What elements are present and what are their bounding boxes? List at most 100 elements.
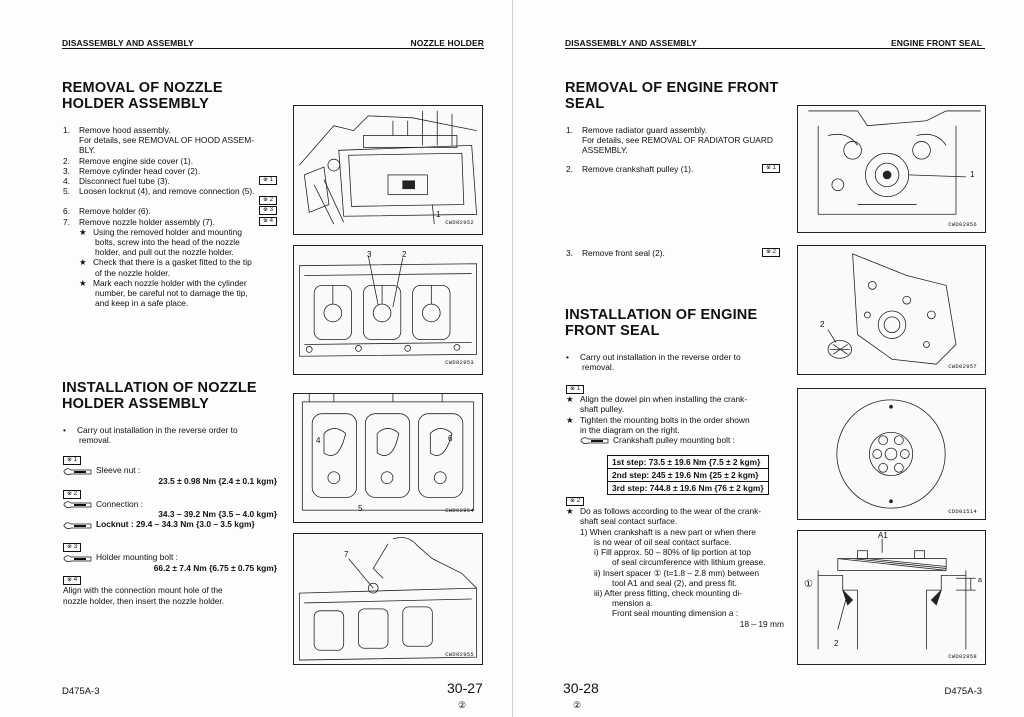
- note-2-line-2: of the nozzle holder.: [95, 267, 170, 278]
- torque-wrench-icon: [63, 522, 92, 529]
- holder-bolt-torque: Holder mounting bolt :: [63, 552, 277, 562]
- tighten-note-2: in the diagram on the right.: [580, 424, 680, 435]
- section-header: DISASSEMBLY AND ASSEMBLY: [565, 38, 697, 48]
- footer-model: D475A-3: [944, 686, 983, 697]
- table-cell: 2nd step: 245 ± 19.6 Nm {25 ± 2 kgm}: [607, 468, 769, 482]
- install-bullet-line-2: removal.: [79, 435, 112, 446]
- tighten-note: ★Tighten the mounting bolts in the order…: [566, 414, 750, 425]
- callout-label: 1: [970, 170, 975, 179]
- figure-front-seal: CWD02957 2: [797, 245, 986, 375]
- callout-label: a: [978, 577, 982, 584]
- sub-step-i: i) Fill approx. 50 – 80% of lip portion …: [594, 547, 751, 558]
- sub-step-iii: iii) After press fitting, check mounting…: [594, 587, 743, 598]
- step-3: 3.Remove front seal (2).※ 2: [566, 248, 780, 258]
- install-notes: ※ 1 ★Align the dowel pin when installing…: [566, 384, 784, 445]
- step-6: 6.Remove holder (6).※ 3: [63, 206, 277, 216]
- chapter-header: NOZZLE HOLDER: [410, 38, 484, 48]
- removal-title: REMOVAL OF ENGINE FRONT SEAL: [565, 80, 779, 112]
- torque-specs: ※ 1 Sleeve nut : 23.5 ± 0.98 Nm {2.4 ± 0…: [63, 455, 277, 606]
- holder-bolt-value: 66.2 ± 7.4 Nm {6.75 ± 0.75 kgm}: [153, 562, 277, 573]
- figure-code: CWD02952: [445, 219, 474, 226]
- connection-value: 34.3 – 39.2 Nm {3.5 – 4.0 kgm}: [158, 509, 277, 520]
- page-number: 30-28: [563, 680, 599, 696]
- note-1: ★Using the removed holder and mounting: [79, 226, 242, 237]
- install-bullet-line-1: •Carry out installation in the reverse o…: [63, 425, 238, 435]
- install-title: INSTALLATION OF ENGINE FRONT SEAL: [565, 307, 758, 339]
- nozzle-insert-illustration: [298, 537, 478, 661]
- callout-label: 2: [834, 639, 839, 648]
- torque-wrench-icon: [63, 554, 92, 562]
- callout-label: ①: [804, 579, 813, 590]
- note-2: ★Check that there is a gasket fitted to …: [79, 257, 252, 268]
- left-page: DISASSEMBLY AND ASSEMBLY NOZZLE HOLDER R…: [62, 38, 484, 710]
- section-header: DISASSEMBLY AND ASSEMBLY: [62, 38, 194, 48]
- step-1-detail-2: BLY.: [79, 145, 96, 156]
- callout-label: A1: [878, 531, 888, 540]
- sub-step-1-2: is no wear of oil seal contact surface.: [594, 536, 732, 547]
- ref-tag-4: ※ 4: [63, 576, 82, 586]
- callout-label: 4: [316, 436, 321, 445]
- figure-nozzle-holder-top: CWD02954 4 6 5: [293, 393, 483, 523]
- nozzle-holder-top-illustration: [301, 394, 475, 511]
- ref-tag-2: ※ 2: [566, 497, 585, 507]
- footer-model: D475A-3: [62, 686, 100, 697]
- ref-tag-4: ※ 4: [258, 216, 277, 226]
- step-4: 4.Disconnect fuel tube (3).※ 1: [63, 176, 277, 186]
- edition-mark: ②: [573, 700, 582, 710]
- dimension-value: 18 – 19 mm: [739, 618, 784, 629]
- tightening-steps-table: 1st step: 73.5 ± 19.6 Nm {7.5 ± 2 kgm} 2…: [607, 455, 769, 495]
- note-1-line-3: holder, and pull out the nozzle holder.: [95, 247, 234, 258]
- step-1-detail-2: ASSEMBLY.: [582, 145, 628, 156]
- table-row: 2nd step: 245 ± 19.6 Nm {25 ± 2 kgm}: [607, 468, 769, 482]
- step-1: 1.Remove hood assembly.: [63, 125, 171, 135]
- step-3: 3.Remove cylinder head cover (2).: [63, 165, 201, 176]
- right-page: DISASSEMBLY AND ASSEMBLY ENGINE FRONT SE…: [512, 0, 1024, 717]
- crankshaft-pulley-illustration: [808, 110, 981, 215]
- ref-tag-1: ※ 1: [566, 385, 585, 395]
- ref-tag-1: ※ 1: [258, 176, 277, 186]
- step-1: 1.Remove radiator guard assembly.: [566, 125, 708, 135]
- ref-tag-3: ※ 3: [63, 543, 82, 553]
- figure-code: CWD02955: [445, 651, 474, 658]
- torque-wrench-icon: [580, 437, 609, 445]
- table-row: 1st step: 73.5 ± 19.6 Nm {7.5 ± 2 kgm}: [607, 455, 769, 469]
- pulley-bolt-torque: Crankshaft pulley mounting bolt :: [566, 435, 784, 445]
- seal-procedure: ※ 2 ★Do as follows according to the wear…: [566, 496, 784, 629]
- install-bullet-line-2: removal.: [582, 362, 615, 373]
- dowel-pin-note: ★Align the dowel pin when installing the…: [566, 394, 748, 405]
- sub-step-1: 1) When crankshaft is a new part or when…: [580, 526, 756, 537]
- ref-tag-1: ※ 1: [761, 163, 780, 173]
- ref-tag-1: ※ 1: [63, 456, 82, 466]
- sub-step-iii-2: mension a.: [612, 598, 653, 609]
- install-bullet: •Carry out installation in the reverse o…: [63, 425, 277, 445]
- align-note-line-1: Align with the connection mount hole of …: [63, 585, 223, 596]
- figure-code: CWD02954: [445, 507, 474, 514]
- front-seal-illustration: [827, 253, 957, 365]
- figure-code: CWD02956: [948, 221, 977, 228]
- callout-label: 1: [436, 210, 441, 219]
- sub-step-i-2: of seal circumference with lithium greas…: [612, 557, 766, 568]
- note-3-line-2: number, be careful not to damage the tip…: [95, 288, 248, 299]
- note-3: ★Mark each nozzle holder with the cylind…: [79, 277, 247, 288]
- install-title: INSTALLATION OF NOZZLE HOLDER ASSEMBLY: [62, 380, 257, 412]
- sleeve-nut-torque: Sleeve nut :: [63, 465, 277, 475]
- table-cell: 3rd step: 744.8 ± 19.6 Nm {76 ± 2 kgm}: [607, 481, 769, 495]
- align-note-line-2: nozzle holder, then insert the nozzle ho…: [63, 595, 225, 606]
- callout-label: 7: [344, 550, 349, 559]
- seal-note: ★Do as follows according to the wear of …: [566, 506, 762, 517]
- cylinder-head-illustration: [298, 255, 478, 357]
- engine-side-illustration: [299, 110, 478, 225]
- header-rule: [565, 48, 985, 49]
- step-1-detail: For details, see REMOVAL OF RADIATOR GUA…: [582, 135, 773, 146]
- torque-wrench-icon: [63, 468, 92, 475]
- callout-label: 3: [367, 250, 372, 259]
- figure-engine-side-cover: CWD02952 1: [293, 105, 483, 235]
- figure-cylinder-head: CWD02953 3 2: [293, 245, 483, 375]
- table-row: 3rd step: 744.8 ± 19.6 Nm {76 ± 2 kgm}: [607, 481, 769, 495]
- step-2: 2.Remove engine side cover (1).: [63, 155, 194, 166]
- step-1-detail: For details, see REMOVAL OF HOOD ASSEM-: [79, 135, 254, 146]
- callout-label: 6: [448, 434, 453, 443]
- step-5: 5.Loosen locknut (4), and remove connect…: [63, 186, 255, 197]
- figure-code: CWD02958: [948, 653, 977, 660]
- connection-torque: Connection :: [63, 499, 277, 509]
